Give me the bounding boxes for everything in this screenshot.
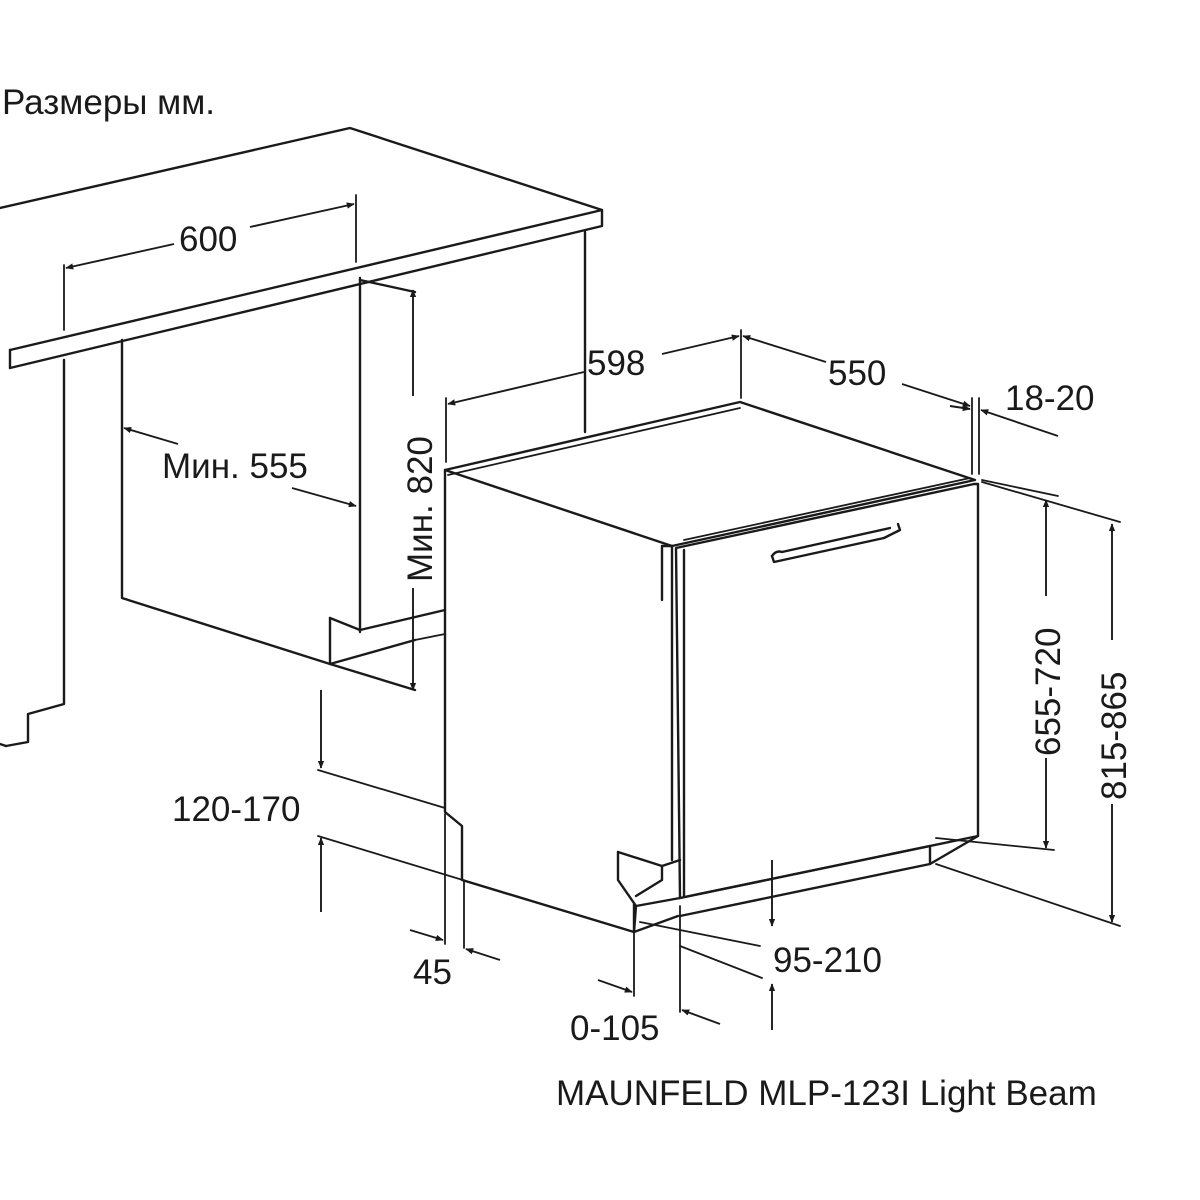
total-height-label: 815-865	[1095, 672, 1134, 800]
plinth-recess-label: 95-210	[773, 941, 882, 980]
door-panel-height-label: 655-720	[1029, 628, 1068, 756]
niche-height-label: Мин. 820	[401, 436, 440, 582]
units-caption: Размеры мм.	[2, 83, 215, 122]
door-thickness-label: 18-20	[1005, 379, 1095, 418]
model-caption: MAUNFELD MLP-123I Light Beam	[556, 1074, 1097, 1113]
labels: Размеры мм. 600 Мин. 555 Мин. 820 598 55…	[2, 83, 1134, 1113]
dishwasher-drawing	[443, 400, 980, 934]
plinth-setback-label: 0-105	[570, 1009, 660, 1048]
appliance-depth-label: 550	[828, 354, 886, 393]
appliance-width-label: 598	[587, 344, 645, 383]
foot-offset-label: 45	[413, 953, 452, 992]
niche-width-label: 600	[179, 220, 237, 259]
kitchen-cabinet-drawing	[0, 126, 604, 748]
niche-depth-label: Мин. 555	[162, 447, 308, 486]
dimension-lines	[63, 194, 1121, 1030]
plinth-height-label: 120-170	[172, 790, 300, 829]
